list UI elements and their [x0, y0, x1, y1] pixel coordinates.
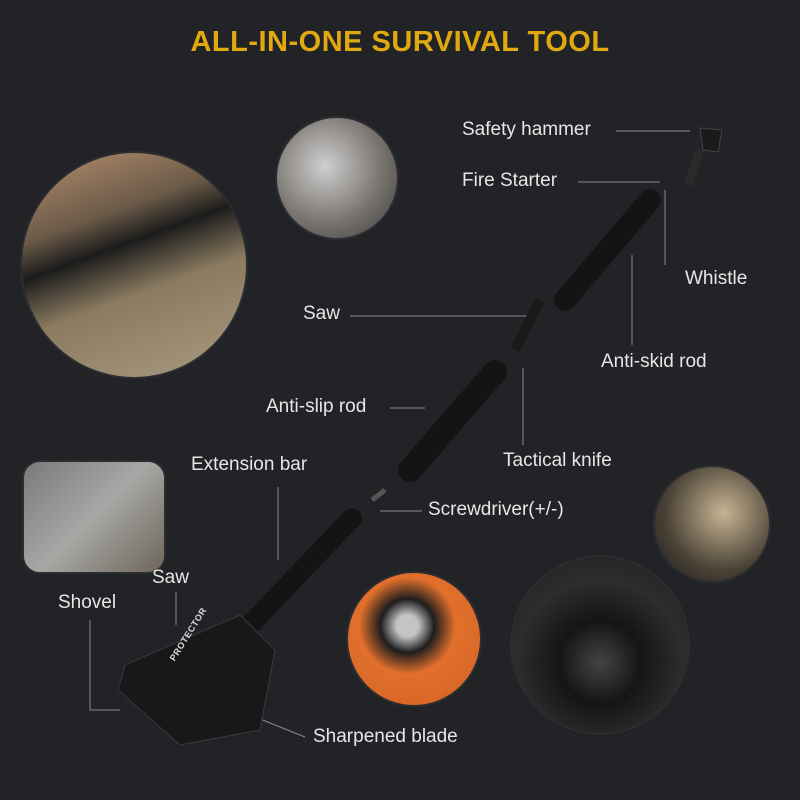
photo-shovel-closeup — [22, 460, 166, 574]
label-tactical-knife: Tactical knife — [503, 450, 612, 471]
anti-skid-rod-part — [554, 189, 661, 311]
photo-sawing-wood — [20, 151, 248, 379]
label-extension-bar: Extension bar — [191, 454, 308, 475]
screwdriver-part — [370, 488, 387, 502]
label-shovel: Shovel — [58, 592, 117, 613]
tactical-knife-part — [510, 297, 545, 353]
label-anti-slip-rod: Anti-slip rod — [266, 396, 367, 417]
anti-slip-rod-part — [398, 360, 507, 482]
label-whistle: Whistle — [685, 268, 748, 289]
safety-hammer-part — [699, 127, 723, 153]
photo-tactical-bag — [653, 465, 771, 583]
page-title: ALL-IN-ONE SURVIVAL TOOL — [190, 26, 610, 58]
label-safety-hammer: Safety hammer — [462, 119, 591, 140]
label-sharpened-blade: Sharpened blade — [313, 726, 458, 747]
photo-screwdriver — [346, 571, 482, 707]
label-anti-skid-rod: Anti-skid rod — [601, 351, 707, 372]
leader-lines — [89, 130, 690, 738]
shovel-blade-part — [117, 614, 276, 746]
extension-bar-part — [240, 508, 362, 635]
fire-starter-part — [683, 148, 705, 187]
photo-glass-breaking — [275, 116, 399, 240]
label-saw-lower: Saw — [152, 567, 189, 588]
label-fire-starter: Fire Starter — [462, 170, 558, 191]
photo-ground-stake — [510, 555, 690, 735]
label-saw-upper: Saw — [303, 303, 340, 324]
label-screwdriver: Screwdriver(+/-) — [428, 499, 564, 520]
